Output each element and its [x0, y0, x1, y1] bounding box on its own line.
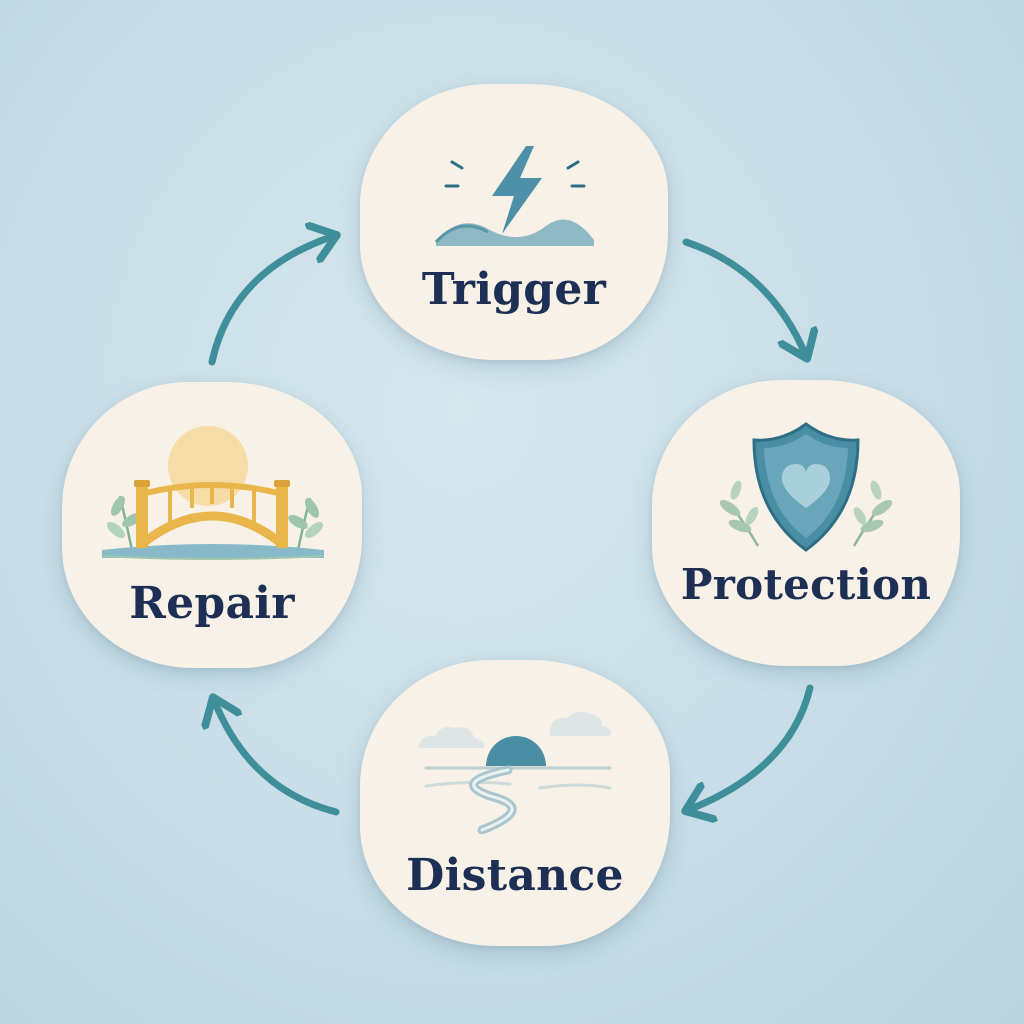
bridge-sun-icon: [101, 426, 325, 560]
distance-node: Distance: [360, 660, 670, 946]
sunset-river-icon: [418, 711, 612, 834]
protection-label: Protection: [680, 560, 932, 609]
leaf-sprig-right-icon: [852, 480, 893, 547]
distance-label: Distance: [406, 850, 624, 901]
protection-node: Protection: [652, 380, 960, 666]
trigger-node: Trigger: [360, 84, 668, 360]
repair-node: Repair: [62, 382, 362, 668]
arrow-trigger-to-protection: [682, 238, 806, 356]
repair-label: Repair: [129, 578, 295, 629]
arrow-protection-to-distance: [688, 684, 814, 810]
arrow-distance-to-repair: [214, 700, 340, 816]
leaf-sprig-left-icon: [719, 480, 760, 547]
shield-heart-icon: [719, 422, 893, 552]
lightning-wave-icon: [434, 146, 594, 246]
arrow-repair-to-trigger: [208, 236, 334, 366]
trigger-label: Trigger: [421, 264, 607, 315]
plant-right-icon: [288, 497, 324, 551]
